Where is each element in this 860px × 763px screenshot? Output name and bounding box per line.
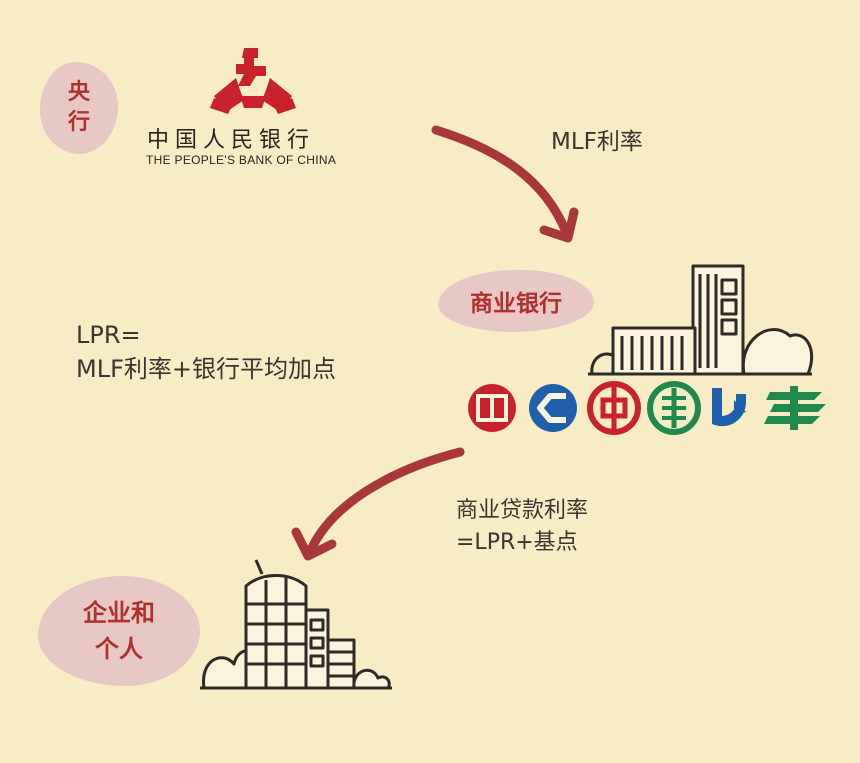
commercial-bank-tag-text: 商业银行 [470,291,562,317]
boc-logo-icon [587,381,641,435]
mlf-rate-label: MLF利率 [551,129,643,155]
lpr-formula: LPR= MLF利率+银行平均加点 [76,318,336,386]
bank-building-icon [588,264,814,376]
enterprises-tag: 企业和 个人 [38,576,200,686]
arrow-to-bank-icon [431,125,579,243]
pboc-emblem-icon [210,48,296,114]
ccb-logo-icon [529,384,577,432]
bank-logos-row [468,381,826,435]
enterprises-tag-text: 企业和 个人 [83,599,155,663]
arrow-to-enterprises-icon [291,447,465,561]
central-bank-tag-text: 央 行 [67,80,90,135]
pboc-name-en: THE PEOPLE'S BANK OF CHINA [146,153,337,167]
lpr-formula-line1: LPR= [76,321,141,349]
icbc-logo-icon [468,384,516,432]
loan-formula-line1: 商业贷款利率 [456,498,589,523]
commercial-bank-tag: 商业银行 [438,270,594,332]
bocom-logo-icon [712,388,747,427]
abc-logo-icon [647,381,701,435]
central-bank-tag: 央 行 [40,62,118,154]
enterprise-buildings-icon [200,559,392,690]
lpr-formula-line2: MLF利率+银行平均加点 [76,355,336,383]
loan-formula-line2: =LPR+基点 [456,530,578,555]
pboc-name-cn: 中国人民银行 [147,128,316,153]
psbc-logo-icon [764,386,826,430]
loan-rate-formula: 商业贷款利率 =LPR+基点 [456,495,588,559]
